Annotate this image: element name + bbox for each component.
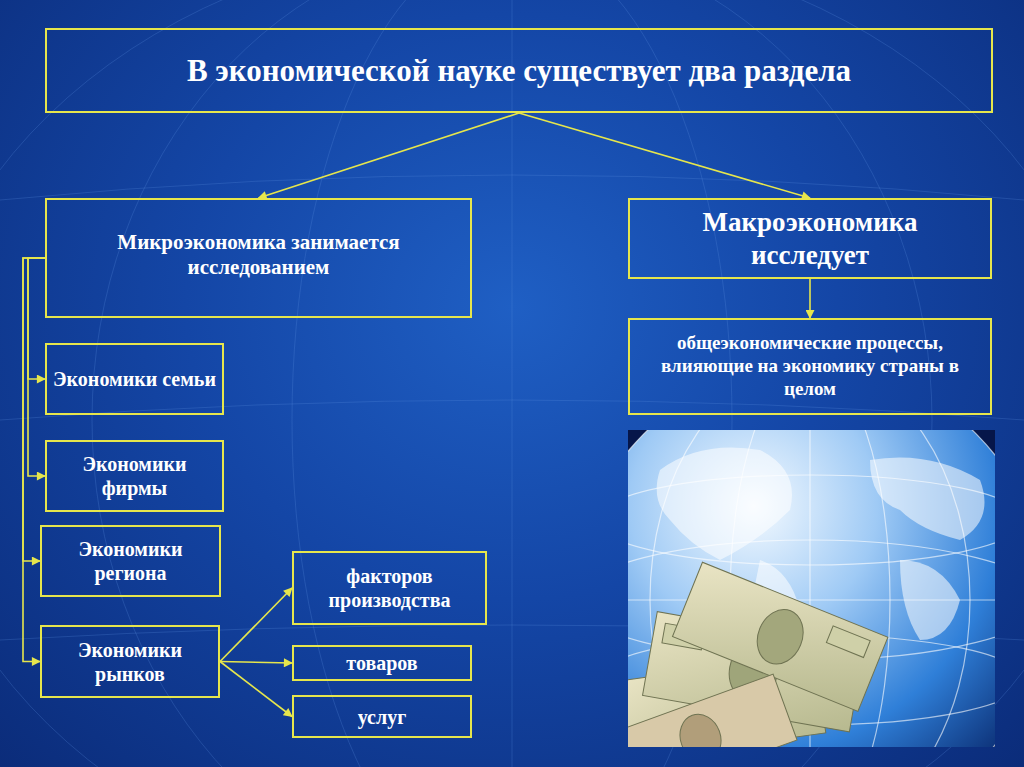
text-box: Макроэкономика исследует (628, 198, 992, 279)
connector-arrow (220, 662, 292, 664)
text-box: общеэкономические процессы, влияющие на … (628, 318, 992, 415)
text-box: Экономики семьи (45, 343, 224, 415)
text-box: Экономики региона (40, 525, 221, 597)
connector-arrow (28, 258, 45, 379)
box-label: услуг (358, 705, 407, 729)
box-label: Микроэкономика занимается исследованием (67, 230, 450, 280)
box-label: В экономической науке существует два раз… (187, 52, 851, 89)
text-box: Экономики рынков (40, 625, 220, 698)
connector-arrow (28, 258, 45, 476)
text-box: Микроэкономика занимается исследованием (45, 198, 472, 318)
text-box: товаров (292, 645, 472, 681)
box-label: факторов производства (300, 564, 479, 612)
globe (628, 430, 995, 747)
box-label: Макроэкономика исследует (680, 206, 940, 271)
connector-arrow (809, 279, 811, 318)
connector-arrow (259, 113, 520, 198)
text-box: услуг (292, 695, 472, 738)
box-label: товаров (346, 651, 417, 675)
box-label: Экономики семьи (53, 367, 216, 391)
box-label: Экономики региона (48, 537, 213, 585)
text-box: факторов производства (292, 551, 487, 625)
connector-arrow (220, 662, 292, 717)
box-label: общеэкономические процессы, влияющие на … (640, 332, 980, 400)
text-box: Экономики фирмы (45, 440, 224, 512)
connector-arrow (23, 258, 45, 662)
connector-arrow (220, 588, 292, 662)
banknotes (628, 562, 888, 747)
connector-arrow (23, 258, 45, 561)
box-label: Экономики фирмы (53, 452, 216, 500)
connector-arrow (519, 113, 810, 198)
text-box: В экономической науке существует два раз… (45, 28, 993, 113)
globe-grid (628, 430, 995, 747)
box-label: Экономики рынков (48, 638, 212, 686)
globe-money-illustration (628, 430, 995, 747)
